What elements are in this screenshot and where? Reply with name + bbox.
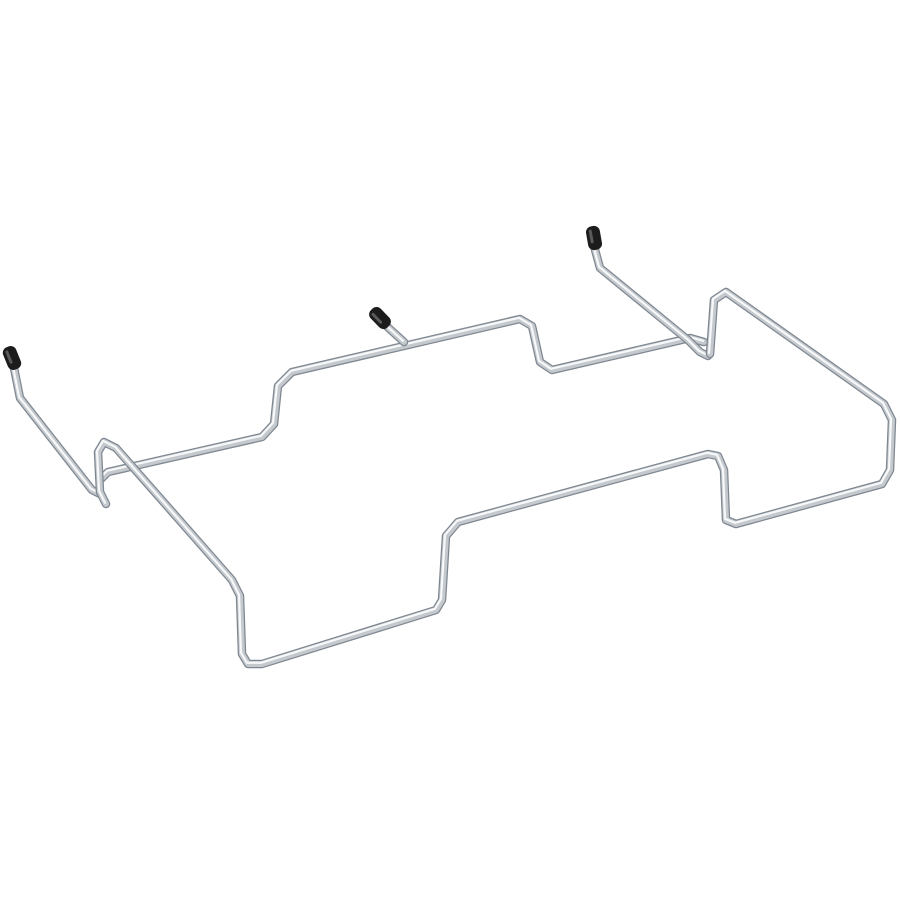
left-hook-cap bbox=[2, 346, 22, 370]
middle-hook-cap bbox=[369, 306, 391, 330]
right-hook-cap bbox=[585, 225, 603, 251]
right-hook-arm bbox=[589, 241, 713, 361]
right-frame bbox=[93, 287, 897, 669]
